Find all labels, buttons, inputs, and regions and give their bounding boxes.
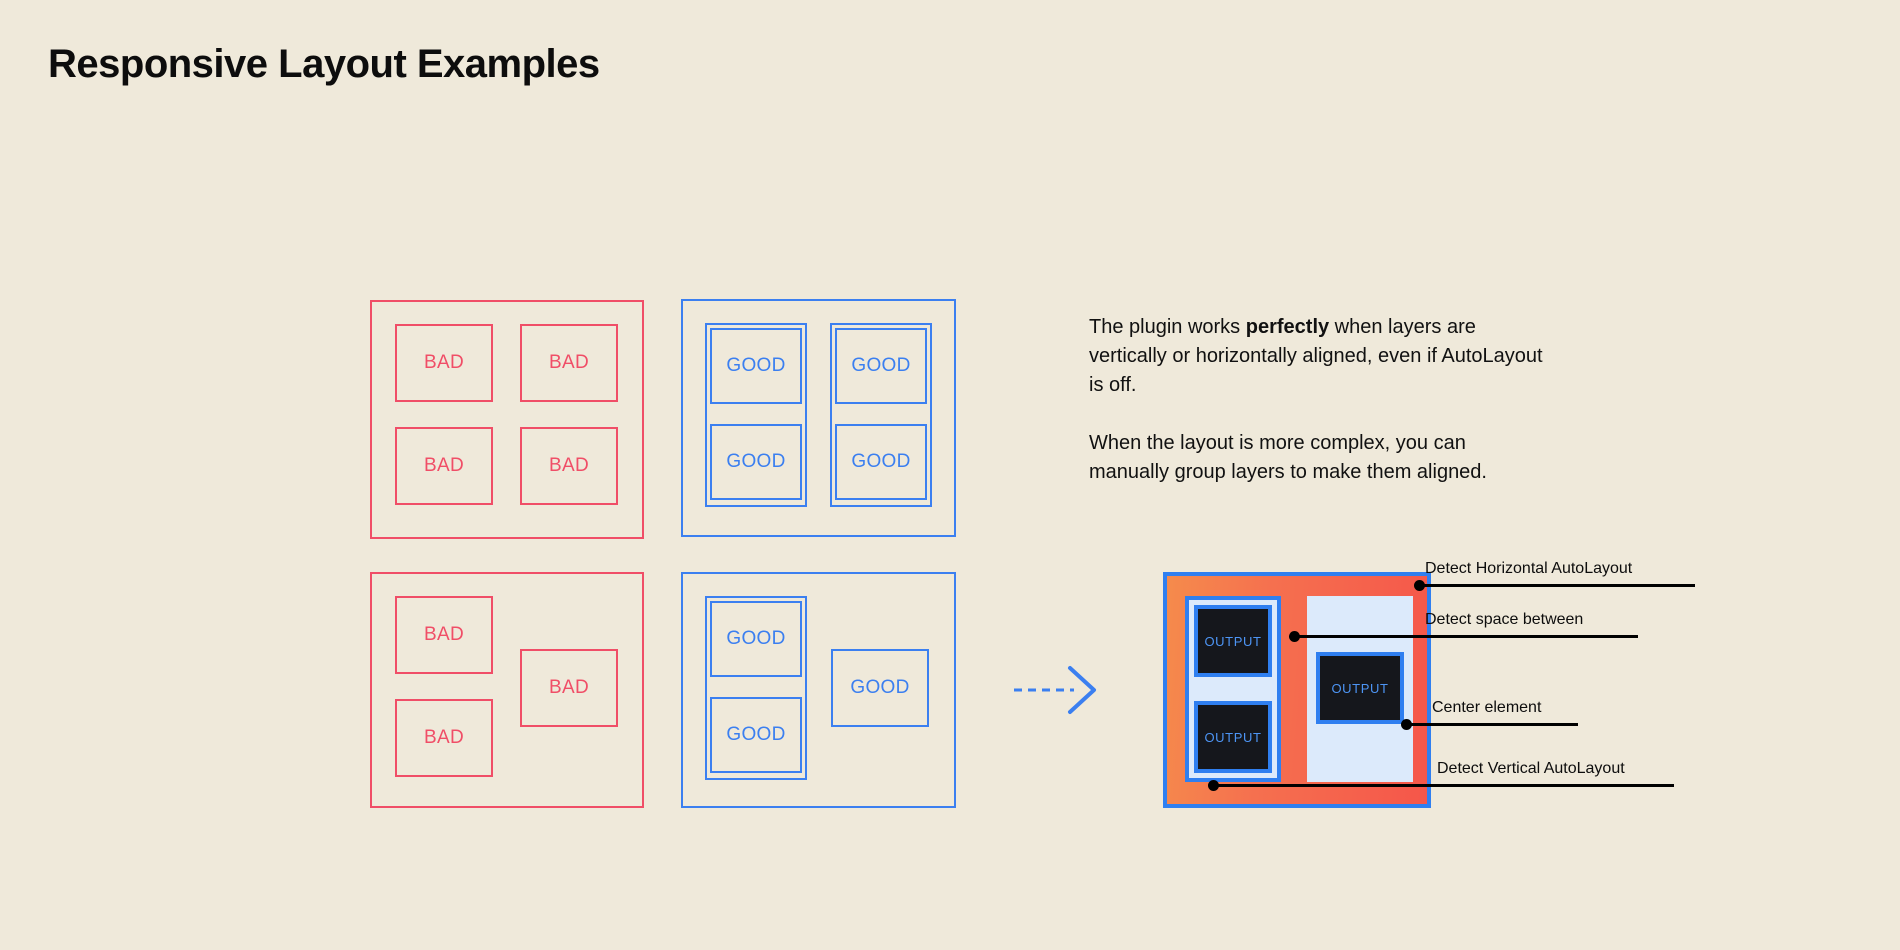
- annotation-leader-line: [1419, 584, 1695, 587]
- good-cell: GOOD: [835, 328, 927, 404]
- annotation-label: Detect Vertical AutoLayout: [1437, 760, 1625, 777]
- good-grid-panel: GOOD GOOD GOOD GOOD: [681, 299, 956, 537]
- output-group-left: OUTPUT OUTPUT: [1185, 596, 1281, 782]
- description-paragraph-2: When the layout is more complex, you can…: [1089, 432, 1487, 483]
- annotation-leader-line: [1213, 784, 1674, 787]
- good-cell: GOOD: [710, 601, 802, 677]
- good-cell: GOOD: [710, 328, 802, 404]
- output-diagram: OUTPUT OUTPUT OUTPUT: [1163, 572, 1431, 808]
- bad-cell: BAD: [395, 427, 493, 505]
- desc-p1-part1: The plugin works: [1089, 316, 1246, 338]
- bad-cell: BAD: [520, 324, 618, 402]
- description-paragraph-1: The plugin works perfectly when layers a…: [1089, 313, 1549, 400]
- annotation-label: Detect space between: [1425, 611, 1584, 628]
- bad-cell: BAD: [520, 649, 618, 727]
- annotation-label: Center element: [1432, 699, 1542, 716]
- good-group-left: GOOD GOOD: [705, 596, 807, 780]
- annotation-label: Detect Horizontal AutoLayout: [1425, 560, 1633, 577]
- bad-cell: BAD: [395, 699, 493, 777]
- good-group-right: GOOD GOOD: [830, 323, 932, 507]
- bad-cell: BAD: [520, 427, 618, 505]
- annotation-leader-line: [1294, 635, 1638, 638]
- description-text: The plugin works perfectly when layers a…: [1089, 313, 1549, 487]
- desc-p1-bold: perfectly: [1245, 316, 1330, 338]
- page-title: Responsive Layout Examples: [48, 42, 600, 86]
- bad-complex-panel: BAD BAD BAD: [370, 572, 644, 808]
- output-box: OUTPUT: [1194, 701, 1272, 773]
- output-box: OUTPUT: [1316, 652, 1404, 724]
- output-column-right: OUTPUT: [1307, 596, 1413, 782]
- good-complex-panel: GOOD GOOD GOOD: [681, 572, 956, 808]
- bad-grid-panel: BAD BAD BAD BAD: [370, 300, 644, 539]
- good-cell: GOOD: [710, 697, 802, 773]
- bad-cell: BAD: [395, 324, 493, 402]
- good-cell: GOOD: [710, 424, 802, 500]
- desc-p1-part2: when layers are vertically or horizontal…: [1089, 316, 1543, 396]
- bad-cell: BAD: [395, 596, 493, 674]
- good-cell: GOOD: [835, 424, 927, 500]
- good-group-left: GOOD GOOD: [705, 323, 807, 507]
- output-box: OUTPUT: [1194, 605, 1272, 677]
- good-cell: GOOD: [831, 649, 929, 727]
- flow-arrow-icon: [1014, 666, 1096, 714]
- annotation-leader-line: [1406, 723, 1578, 726]
